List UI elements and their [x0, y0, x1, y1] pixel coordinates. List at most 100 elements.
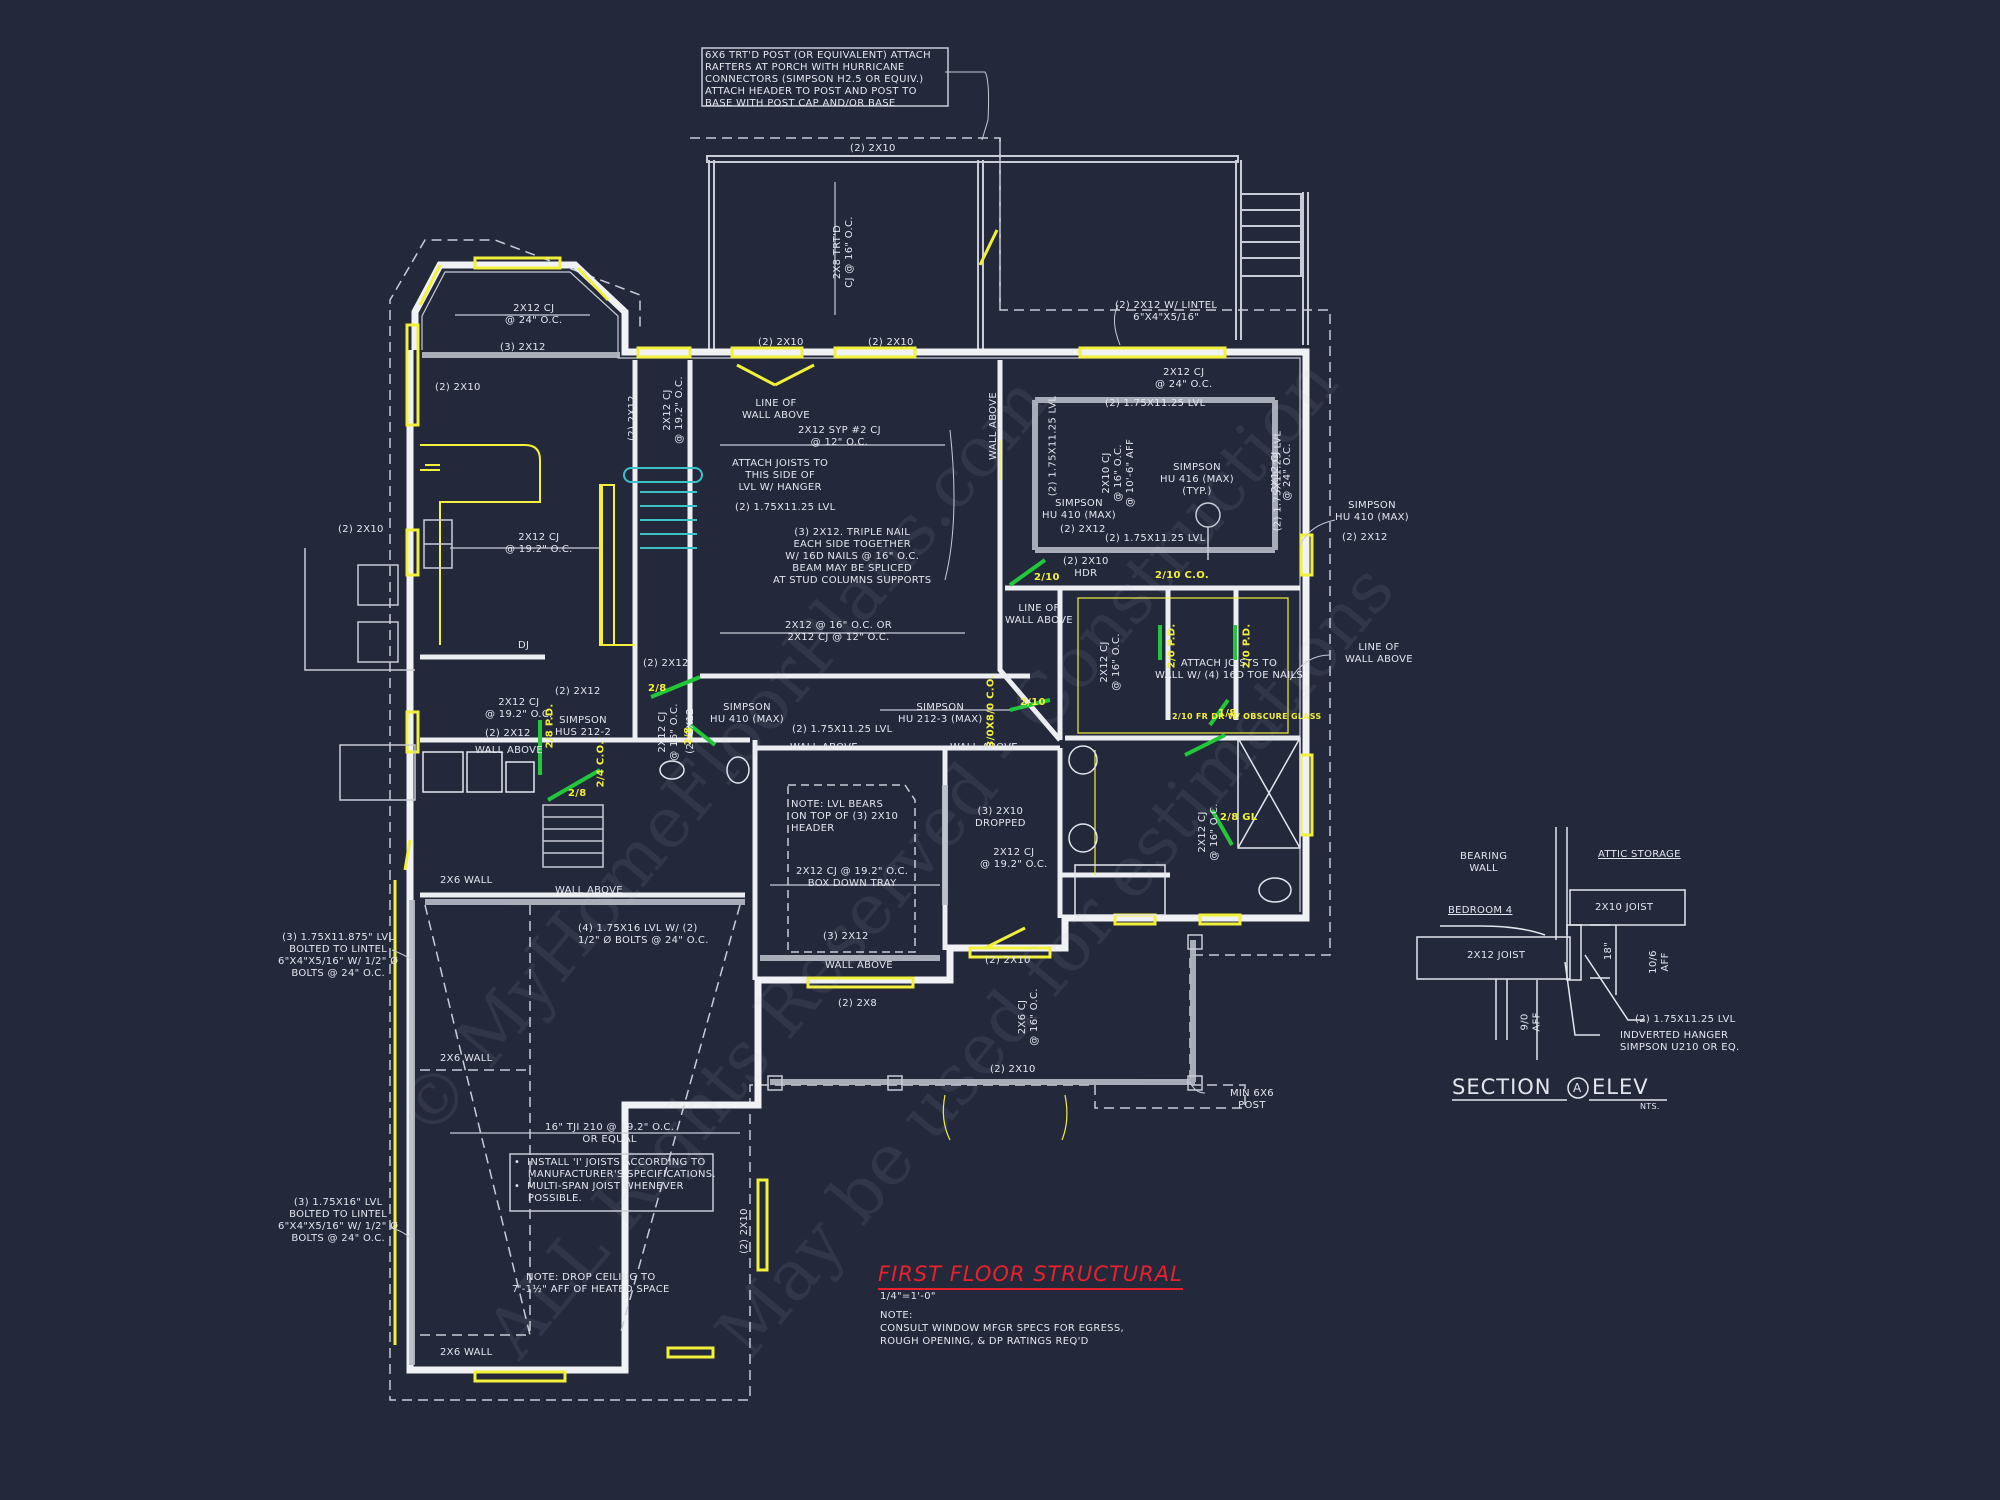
garage-2x6-wall-a: 2x6 WALL	[440, 875, 493, 886]
door-tag-210b: 2/10	[1034, 572, 1060, 583]
garage-dashed	[420, 904, 741, 1336]
left-window-header: (2) 2x10	[338, 524, 384, 535]
windows-light	[942, 440, 1289, 1141]
door-tag-front-entry: 3/0X8/0 C.O.	[985, 674, 997, 748]
dining-tray-dashed	[787, 784, 916, 953]
foyer-window-header: (2) 2x10	[985, 955, 1031, 966]
closet-cj-label: 2x12 CJ @ 16" O.C.	[1098, 633, 1122, 691]
garage-stair	[542, 804, 604, 868]
laundry-appliances	[422, 751, 535, 793]
min-post-label: MIN 6x6 POST	[1230, 1088, 1274, 1111]
roof-outline-dashed	[389, 137, 1331, 1401]
garage-2x6-wall-b: 2x6 WALL	[440, 1053, 493, 1064]
great-room-cj: 2x12 @ 16" O.C. OR 2x12 CJ @ 12" O.C.	[785, 620, 893, 643]
line-of-wall-above-1: LINE OF WALL ABOVE	[742, 398, 810, 421]
door-swings	[538, 558, 1237, 846]
right-2x12-label: (2) 2x12	[1342, 532, 1388, 543]
section-nts: NTS.	[1640, 1102, 1660, 1111]
line-of-wall-above-3: LINE OF WALL ABOVE	[1345, 642, 1413, 665]
simpson-212-3: SIMPSON HU 212-3 (MAX)	[898, 702, 983, 725]
drawing-note-line2: ROUGH OPENING, & DP RATINGS REQ'D	[880, 1336, 1089, 1347]
drawing-title: FIRST FLOOR STRUCTURAL	[878, 1262, 1183, 1290]
section-dim-1016: 10/6 AFF	[1647, 950, 1671, 974]
front-porch-header: (2) 2x10	[990, 1064, 1036, 1075]
hdr-2x10-label: (2) 2x10 HDR	[1063, 556, 1109, 579]
simpson-416-label: SIMPSON HU 416 (MAX) (TYP.)	[1160, 462, 1235, 497]
dining-window-header: (2) 2x8	[838, 998, 878, 1009]
tji-notes: • INSTALL 'I' JOISTS ACCORDING TO MANUFA…	[514, 1157, 716, 1204]
dj-label: DJ	[518, 640, 530, 651]
tji-label: 16" TJI 210 @ 19.2" O.C. OR EQUAL	[545, 1122, 675, 1145]
syp-cj-label: 2x12 SYP #2 CJ @ 12" O.C.	[798, 425, 881, 448]
attach-toe-label: ATTACH JOISTS TO WALL w/ (4) 16d TOE NAI…	[1155, 658, 1304, 681]
door-tag-fr: 2/10 FR DR w/ OBSCURE GLASS	[1172, 712, 1322, 721]
garage-wall-above: WALL ABOVE	[555, 885, 623, 896]
wall-above-hall-1: WALL ABOVE	[790, 742, 858, 753]
lvl-stair-label: (2) 1.75x11.25 LVL	[735, 502, 836, 513]
beam-lines	[409, 352, 1278, 1365]
laundry-cj: 2x12 CJ @ 19.2" O.C.	[485, 697, 553, 720]
door-tag-1: 2/8	[648, 683, 667, 694]
section-bearing-wall: BEARING WALL	[1460, 851, 1508, 874]
hall-cj: 2x12 CJ @ 16" O.C.	[656, 703, 680, 761]
section-suffix: ELEV	[1592, 1075, 1649, 1099]
dining-cj: 2x12 CJ @ 19.2" O.C. BOX DOWN TRAY	[796, 866, 909, 889]
bay-window-header: (2) 2x10	[435, 382, 481, 393]
wall-above-laundry: WALL ABOVE	[475, 745, 543, 756]
porch-header-label: (2) 2x10	[850, 143, 896, 154]
triple-nail-label: (3) 2x12. TRIPLE NAIL EACH SIDE TOGETHER…	[773, 527, 932, 586]
mb-cj-top: 2x12 CJ @ 24" O.C.	[1155, 367, 1213, 390]
mb-lvl-left: (2) 1.75x11.25 LVL	[1047, 395, 1059, 497]
attach-joists-label: ATTACH JOISTS TO THIS SIDE OF LVL w/ HAN…	[732, 458, 829, 493]
rear-porch-frame	[706, 155, 1309, 350]
section-hanger-label: INDVERTED HANGER SIMPSON U210 OR EQ.	[1620, 1030, 1740, 1053]
wall-above-vertical: WALL ABOVE	[987, 392, 999, 460]
mb-2x12-label: (2) 2x12	[1060, 524, 1106, 535]
simpson-410-right: SIMPSON HU 410 (MAX)	[1335, 500, 1410, 523]
door-tag-210co: 2/10 C.O.	[1155, 570, 1209, 581]
porch-callout-box	[701, 47, 949, 107]
door-tag-28gl: 2/8 GL	[1220, 812, 1258, 823]
garage-2x6-wall-c: 2x6 WALL	[440, 1347, 493, 1358]
section-title: SECTION	[1452, 1075, 1552, 1099]
simpson-410-a: SIMPSON HU 410 (MAX)	[1042, 498, 1117, 521]
door-tag-18: 1/8	[1218, 708, 1237, 719]
windows	[393, 256, 1314, 1383]
door-tag-co: 2/4 C.O.	[595, 740, 607, 788]
section-marker-plan	[1195, 502, 1221, 560]
front-header-1: (2) 2x10	[758, 337, 804, 348]
lvl-16-callout: (3) 1.75x16" LVL BOLTED TO LINTEL 6"x4"x…	[278, 1197, 399, 1244]
door-tag-3: 2/8	[683, 726, 695, 746]
leader-lines	[391, 71, 1336, 1241]
plumbing-fixtures	[659, 737, 1301, 916]
foyer-cj: 2x12 CJ @ 19.2" O.C.	[980, 847, 1048, 870]
drawing-note-line1: CONSULT WINDOW MFGR SPECS FOR EGRESS,	[880, 1323, 1124, 1334]
dining-3x12: (3) 2x12	[823, 931, 869, 942]
stair-cj-label: 2x12 CJ @ 19.2" O.C.	[661, 376, 685, 444]
bay-beam-label: (3) 2x12	[500, 342, 546, 353]
simpson-hus-label: SIMPSON HUS 212-2	[555, 715, 612, 738]
section-bedroom4: BEDROOM 4	[1448, 905, 1513, 916]
section-dim-18: 18"	[1603, 941, 1615, 961]
laundry-2x12b: (2) 2x12	[485, 728, 531, 739]
section-lvl-label: (2) 1.75x11.25 LVL	[1635, 1014, 1736, 1025]
section-marker: A	[1573, 1081, 1582, 1095]
section-attic-storage: ATTIC STORAGE	[1598, 849, 1681, 860]
door-tag-pd-2: 2/0 P.D.	[1241, 623, 1253, 669]
mb-cj-right: 2x12 CJ @ 24" O.C.	[1269, 443, 1293, 501]
simpson-410-hall: SIMPSON HU 410 (MAX)	[710, 702, 785, 725]
hall-2x12: (2) 2x12	[643, 658, 689, 669]
garage-lvl4-label: (4) 1.75x16 LVL w/ (2) 1/2" Ø BOLTS @ 24…	[578, 923, 709, 946]
kitchen-counters	[420, 444, 635, 646]
lintel-2x12-label: (2) 2x12 w/ LINTEL 6"x4"x5/16"	[1115, 300, 1218, 323]
dining-note: NOTE: LVL BEARS ON TOP OF (3) 2x10 HEADE…	[791, 799, 899, 834]
section-2x10-joist: 2x10 JOIST	[1595, 902, 1654, 913]
porch-cj-label: 2x8 TRT'D CJ @ 16" O.C.	[831, 216, 855, 288]
garage-side-header: (2) 2x10	[738, 1208, 750, 1254]
stair-cyan	[623, 467, 703, 549]
dropped-label: (3) 2x10 DROPPED	[975, 806, 1026, 829]
dining-wall-above: WALL ABOVE	[825, 960, 893, 971]
section-2x12-joist: 2x12 JOIST	[1467, 950, 1526, 961]
mb-lvl-bottom: (2) 1.75x11.25 LVL	[1105, 533, 1206, 544]
